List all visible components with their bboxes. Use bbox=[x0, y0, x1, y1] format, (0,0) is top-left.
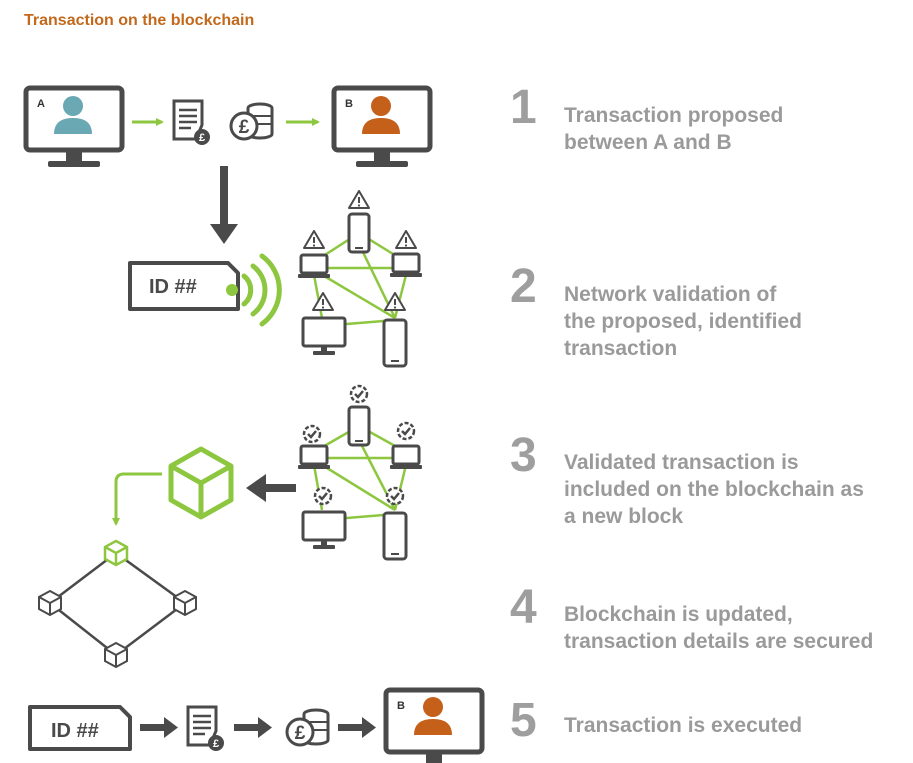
step-text-line: included on the blockchain as bbox=[564, 478, 864, 501]
diagram-title: Transaction on the blockchain bbox=[24, 12, 255, 29]
warning-icon bbox=[395, 230, 417, 249]
document-pound-icon bbox=[172, 99, 212, 147]
block-cube-icon bbox=[104, 642, 128, 668]
step-text-line: Transaction proposed bbox=[564, 104, 784, 127]
id-card bbox=[128, 261, 240, 311]
party-b-label: B bbox=[397, 700, 405, 712]
check-icon bbox=[385, 486, 405, 506]
step-text-line: Blockchain is updated, bbox=[564, 603, 793, 626]
network-unvalidated bbox=[296, 190, 424, 368]
warning-icon bbox=[312, 292, 334, 311]
person-b-icon bbox=[371, 96, 391, 116]
block-cube-icon bbox=[38, 590, 62, 616]
warning-icon bbox=[348, 190, 370, 209]
check-icon bbox=[396, 421, 416, 441]
step-text-line: between A and B bbox=[564, 131, 732, 154]
step-text-line: Transaction is executed bbox=[564, 714, 803, 737]
party-a-label: A bbox=[37, 98, 45, 110]
person-a-icon bbox=[63, 96, 83, 116]
arrow-icon bbox=[140, 717, 178, 738]
monitor-party-a bbox=[26, 88, 122, 167]
step-number: 4 bbox=[510, 581, 537, 634]
id-card-small bbox=[28, 705, 132, 751]
wireless-signal-icon bbox=[226, 253, 282, 327]
step-number: 5 bbox=[510, 694, 537, 747]
id-card-small-label: ID ## bbox=[51, 720, 99, 742]
left-arrow-icon bbox=[246, 474, 296, 502]
step-text-line: transaction details are secured bbox=[564, 630, 874, 653]
check-icon bbox=[349, 384, 369, 404]
connector-arrow-icon bbox=[112, 472, 162, 526]
id-card-label: ID ## bbox=[149, 276, 197, 298]
step-number: 2 bbox=[510, 260, 537, 313]
step-text-line: transaction bbox=[564, 337, 678, 360]
step-text-line: Validated transaction is bbox=[564, 451, 799, 474]
coins-icon bbox=[285, 708, 330, 747]
monitor-party-b bbox=[334, 88, 430, 167]
block-cube-icon bbox=[103, 539, 129, 567]
warning-icon bbox=[303, 230, 325, 249]
document-pound-icon bbox=[186, 705, 226, 753]
person-b-icon bbox=[423, 697, 443, 717]
step-number: 1 bbox=[510, 81, 537, 134]
coins-icon bbox=[229, 102, 274, 141]
party-b-label: B bbox=[345, 98, 353, 110]
monitor-party-b-final bbox=[386, 690, 482, 763]
step-text-line: the proposed, identified bbox=[564, 310, 803, 333]
check-icon bbox=[313, 486, 333, 506]
arrow-icon bbox=[234, 717, 272, 738]
arrow-icon bbox=[338, 717, 376, 738]
step-text-line: Network validation of bbox=[564, 283, 777, 306]
network-validated bbox=[296, 384, 424, 561]
block-cube-icon bbox=[173, 590, 197, 616]
blockchain-graph bbox=[38, 539, 197, 668]
down-arrow-icon bbox=[210, 166, 238, 244]
step-text-line: a new block bbox=[564, 505, 684, 528]
step-number: 3 bbox=[510, 429, 537, 482]
new-block-cube-icon bbox=[168, 446, 234, 520]
check-icon bbox=[302, 424, 322, 444]
